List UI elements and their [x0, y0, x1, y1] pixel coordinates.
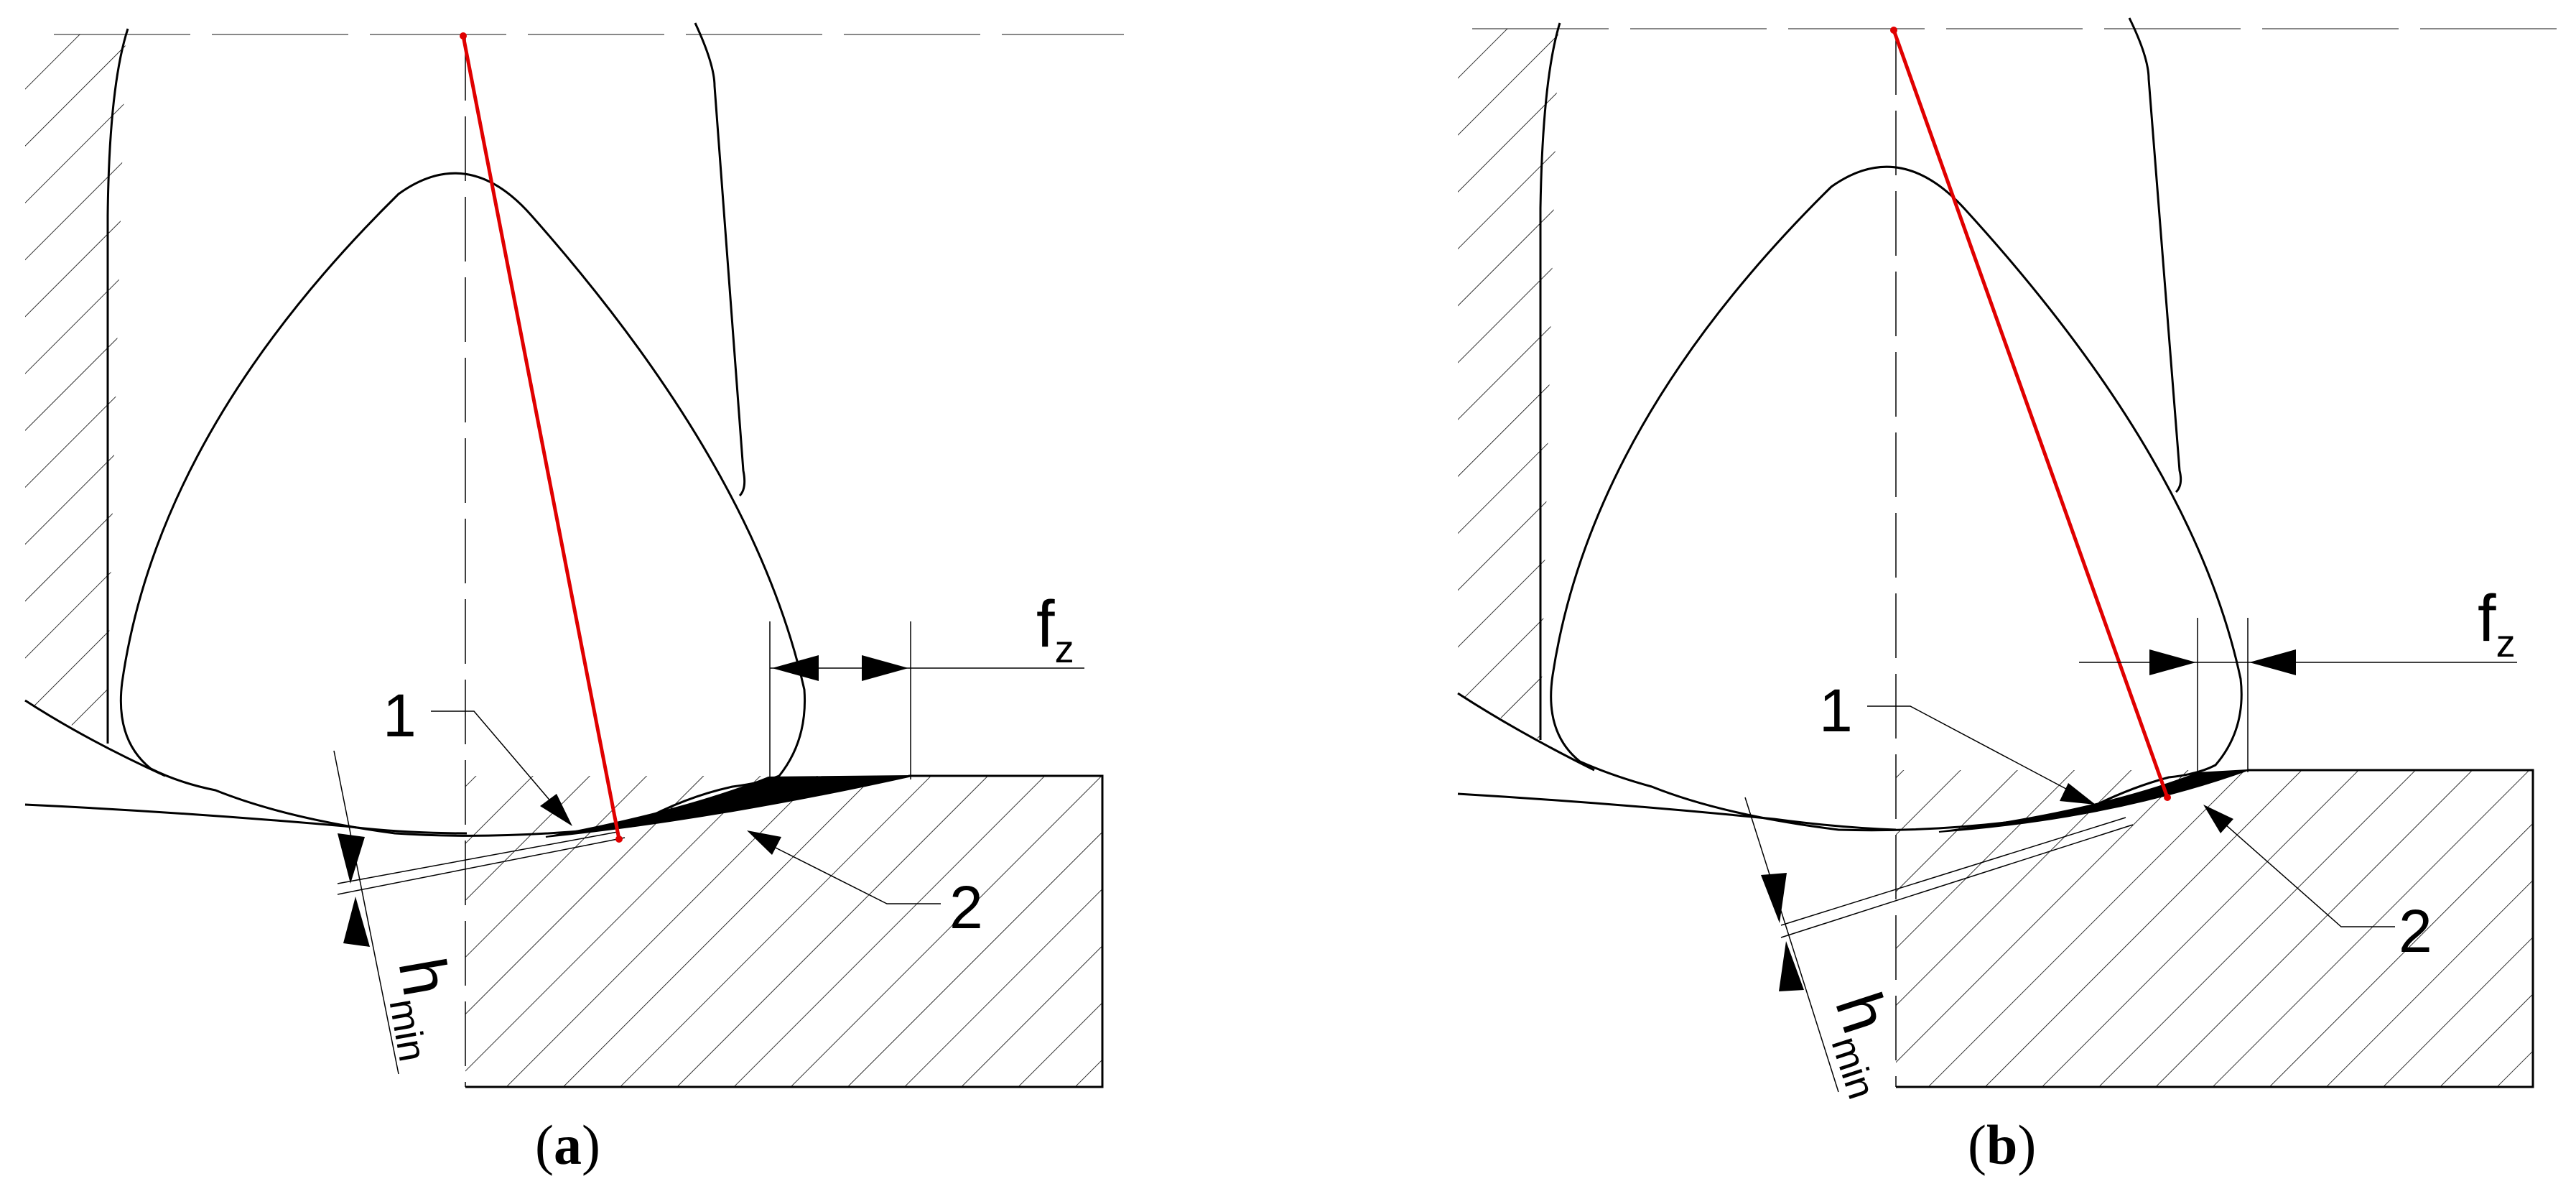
leader-1-a: [431, 710, 557, 809]
tool-radius-line-b: [1892, 29, 2170, 798]
label-1-a: 1: [383, 682, 417, 749]
tool-shank-hatch-b: [1458, 29, 1558, 740]
chip-a: [545, 775, 913, 838]
hmin-boundary-1: [337, 831, 618, 884]
arrow-1-b: [2060, 783, 2096, 805]
tool-lower-sweep-b: [1457, 692, 1595, 772]
hmin-boundary-1-b: [1780, 817, 2126, 926]
hmin-leader-a: [333, 750, 399, 1075]
tool-shank-left-edge: [106, 28, 129, 744]
tool-shank-right-edge: [694, 22, 746, 497]
fz-label-a: fz: [1036, 588, 1074, 671]
tool-lower-sweep: [24, 699, 166, 777]
arrow-2-b: [2203, 805, 2233, 833]
hmin-label-a: hmin: [375, 953, 474, 1065]
radius-origin-dot-b: [1890, 27, 1897, 34]
machined-surface-curve-b: [1457, 792, 1897, 831]
workpiece-a: [465, 774, 1104, 1088]
label-2-b: 2: [2399, 897, 2432, 965]
fz-arrow-right-a: [862, 655, 908, 681]
fz-arrow-right-b: [2249, 649, 2296, 675]
tool-shank-left-edge-b: [1539, 22, 1561, 740]
caption-a: (a): [535, 1114, 600, 1176]
label-2-a: 2: [949, 874, 983, 941]
machined-surface-curve: [24, 803, 468, 835]
hmin-boundary-2-b: [1780, 824, 2134, 938]
radius-origin-dot-a: [460, 32, 467, 40]
fz-arrow-left-b: [2149, 649, 2196, 675]
tool-shank-hatch: [25, 34, 126, 744]
arrow-2-a: [747, 830, 781, 855]
tool-radius-line-a: [461, 35, 621, 840]
hmin-arrow-bottom-a: [343, 897, 370, 947]
fz-arrow-left-a: [772, 655, 819, 681]
caption-b: (b): [1968, 1114, 2036, 1176]
leader-2-b: [2218, 818, 2395, 927]
hmin-arrow-top-b: [1761, 873, 1787, 923]
cutting-insert-outline: [119, 172, 806, 837]
label-1-b: 1: [1819, 677, 1853, 744]
hmin-leader-b: [1744, 797, 1839, 1093]
leader-1-b: [1867, 705, 2076, 795]
panel-b: 1 2 fz hmin (b): [1457, 17, 2560, 1176]
fz-label-b: fz: [2478, 582, 2516, 665]
panel-a: 1 2 fz hmin (a): [24, 22, 1124, 1176]
arrow-1-a: [540, 794, 572, 826]
hmin-arrow-top-a: [338, 833, 365, 884]
radius-end-dot-a: [615, 835, 623, 843]
hmin-boundary-2: [337, 837, 626, 895]
hmin-arrow-bottom-b: [1779, 941, 1804, 991]
tool-shank-right-edge-b: [2128, 17, 2182, 494]
radius-end-dot-b: [2164, 794, 2171, 801]
leader-2-a: [761, 840, 941, 904]
cutting-insert-outline-b: [1550, 165, 2243, 832]
